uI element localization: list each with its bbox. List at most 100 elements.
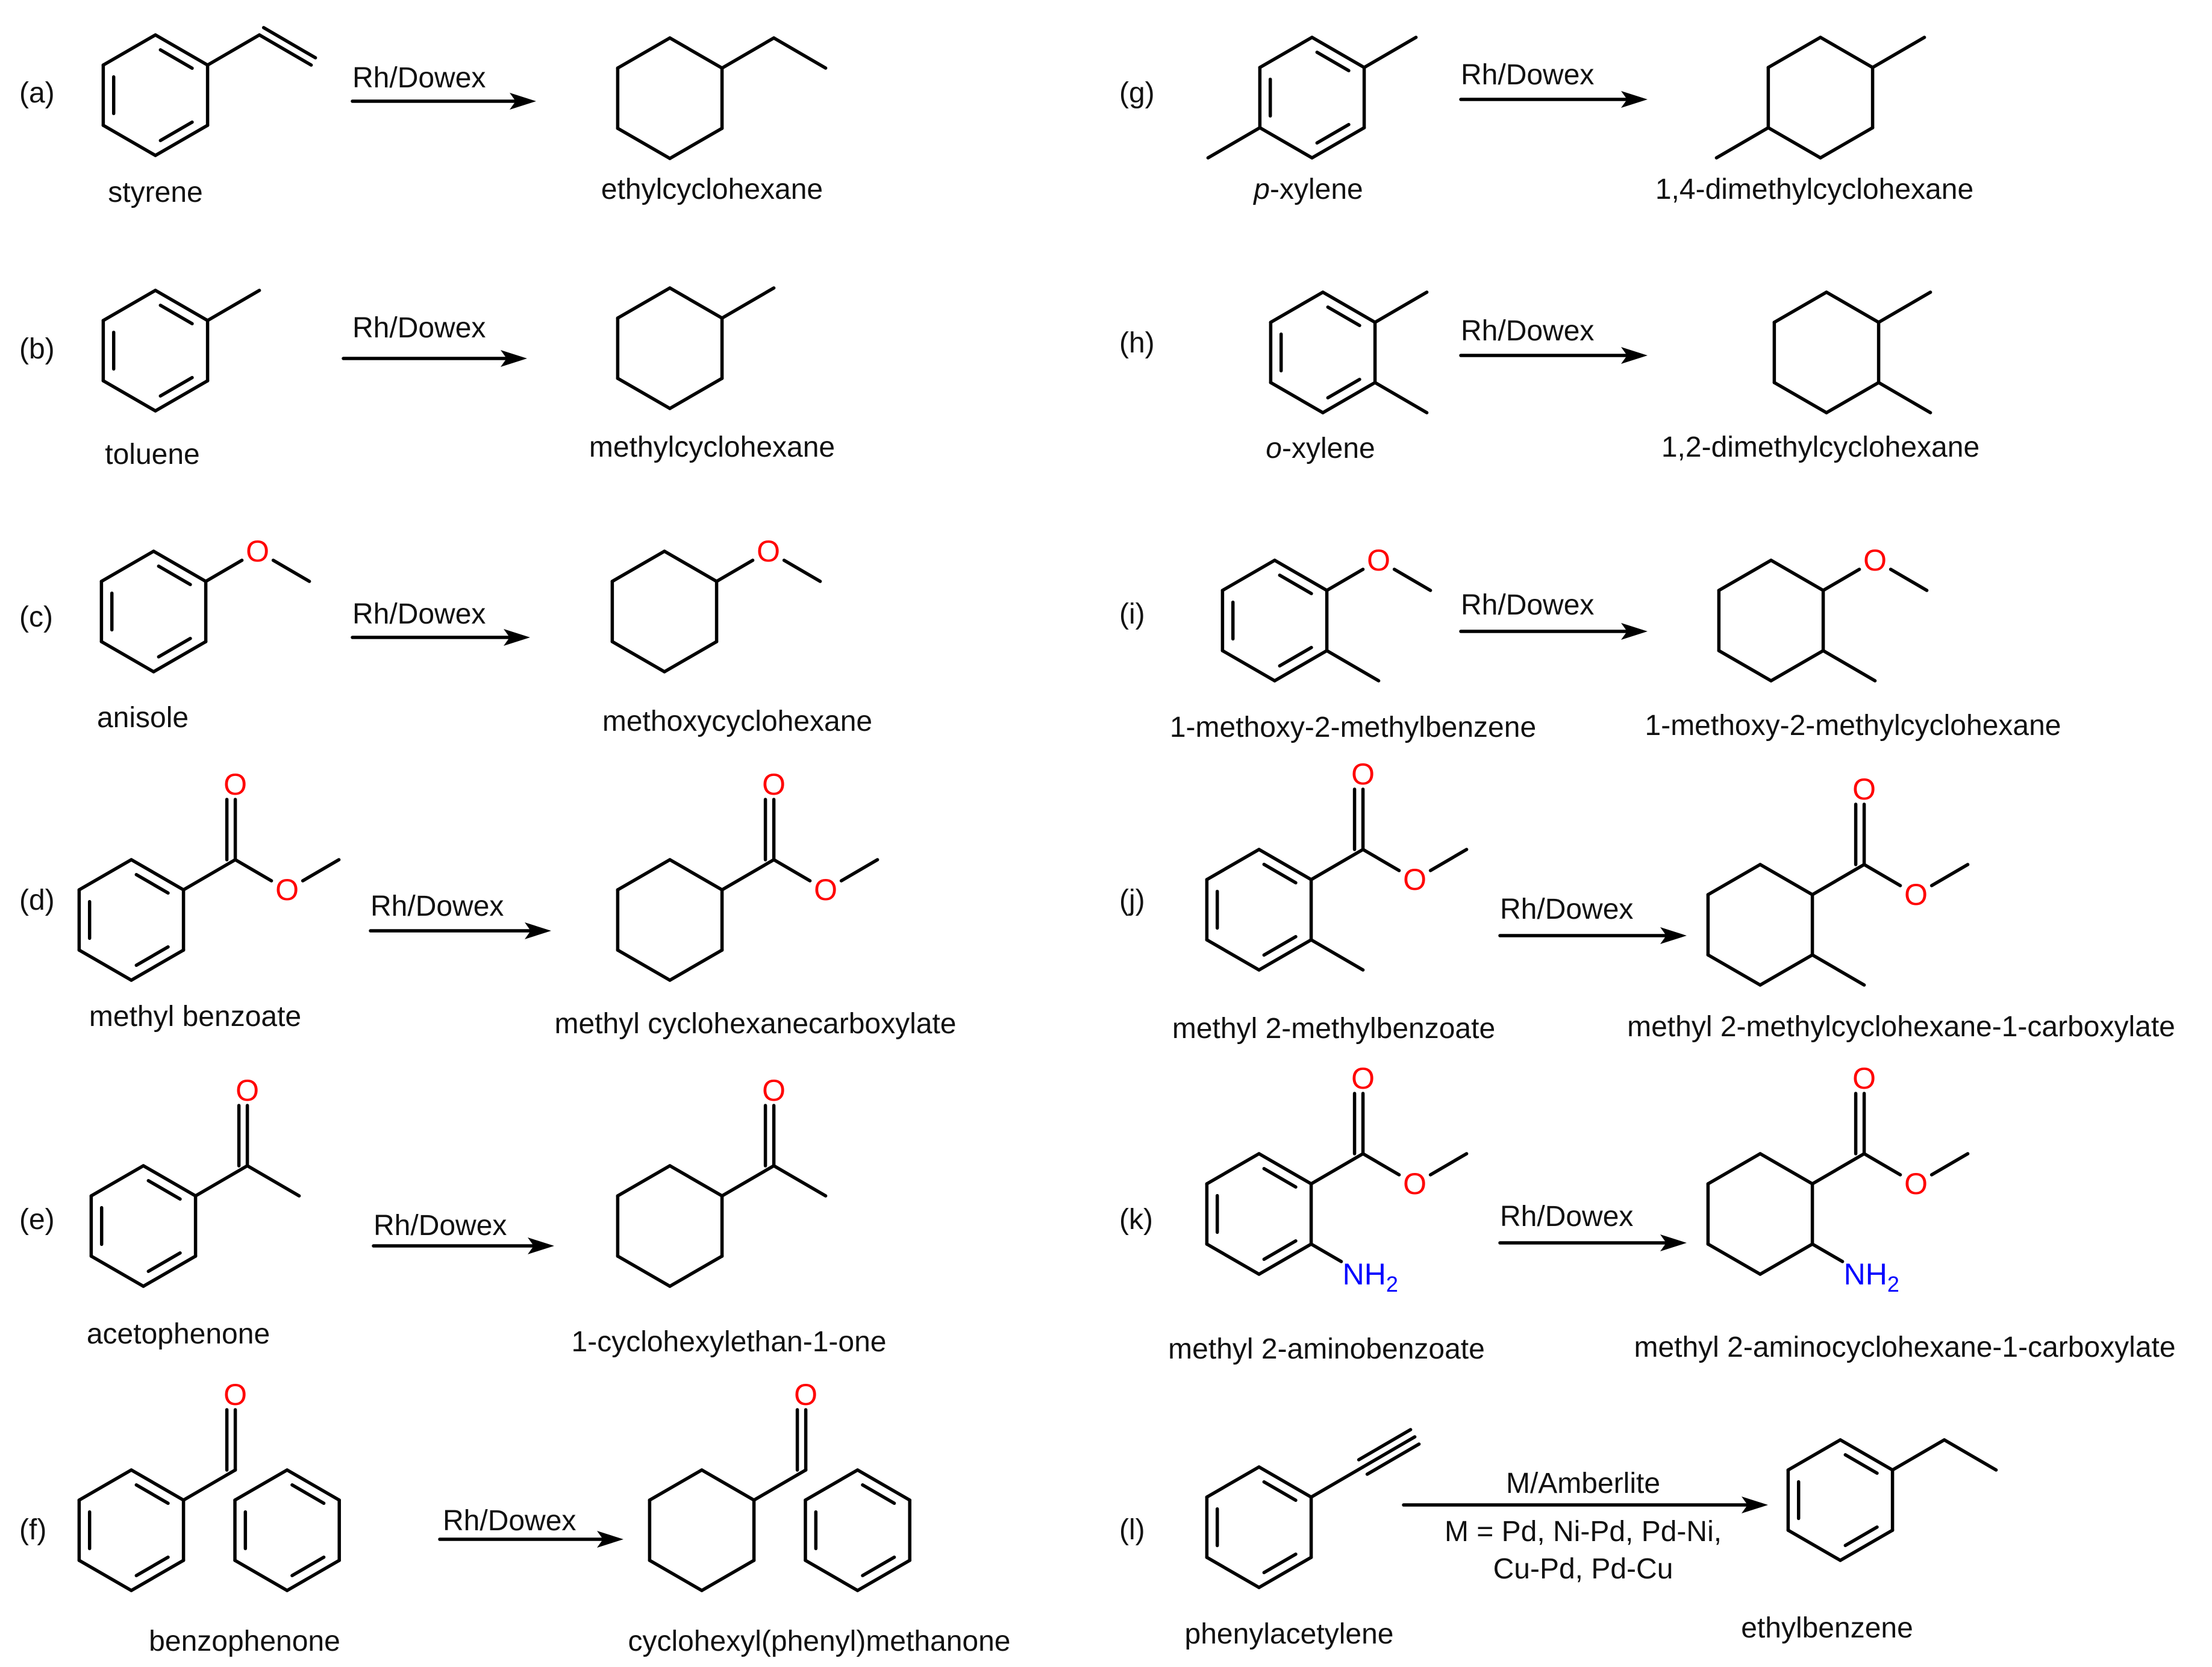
phenylacetylene-ring-bond [1257,1465,1313,1499]
amine-subscript: 2 [1887,1272,1899,1296]
acetophenone-ring-double-bond [146,1179,182,1201]
anisole-ring-bond [152,640,208,674]
methyl-bond [1870,36,1926,69]
methoxy-methyl-bond [782,558,822,583]
o-xylene-ring-bond [1321,381,1377,414]
methyl-bond [1714,126,1770,160]
p-xylene-ring-bond [1310,36,1366,69]
reaction-letter-i: (i) [1119,598,1145,630]
aminobenzoate-ring-bond [1205,1242,1261,1276]
methoxy-bond [1821,568,1861,592]
benzoate-ring-bond [77,948,133,982]
arrow-l-head [1742,1497,1768,1513]
reagent-b: Rh/Dowex [352,312,486,344]
methylbenzoate-ring-bond [1205,848,1261,881]
methoxymethylbenzene-ring-double-bond [1278,646,1313,668]
amine-group: NH2 [1844,1257,1899,1296]
ester-methyl-bond [1428,848,1469,872]
carbonyl-bond [752,1468,808,1502]
ester-carbonyl-oxygen: O [223,768,247,801]
toluene-ring-bond [154,379,210,413]
styrene-ring-bond [154,33,210,67]
ethyl-bond [1942,1438,1998,1472]
styrene-ring-bond [101,124,157,157]
alkyne-triple-bond [1361,1435,1417,1469]
methylbenzoate-ring-bond [1205,938,1261,972]
acetyl-carbonyl-oxygen: O [236,1074,259,1107]
methylcyclohexanecarboxylate-ring-bond [1706,953,1762,987]
o-xylene-ring-double-bond [1326,378,1361,399]
styrene-ring-bond [101,33,157,67]
phenylacetylene-ring-bond [1205,1465,1261,1499]
arrow-c-head [504,629,530,646]
arrow-g-head [1621,91,1648,108]
reaction-letter-k: (k) [1119,1204,1153,1236]
benzophenone-ring-right-double-bond [290,1556,326,1577]
ester-ester-bond [1862,1152,1902,1177]
reaction-letter-c: (c) [19,601,53,633]
cyclohexylethanone-ring-bond [616,1254,672,1288]
reagent-f: Rh/Dowex [443,1505,576,1537]
reaction-letter-l: (l) [1119,1514,1145,1546]
reactant-name-e: acetophenone [87,1318,270,1350]
phenylacetylene-ring-double-bond [1262,1553,1298,1574]
reagent-i: Rh/Dowex [1461,589,1594,621]
reaction-letter-a: (a) [19,77,55,109]
methyl-bond [1876,381,1932,414]
aminobenzoate-ring-double-bond [1262,1239,1298,1261]
methoxy-methyl-bond [1889,568,1929,592]
reagent-k: Rh/Dowex [1500,1201,1633,1233]
reagent-l: M/Amberlite [1506,1468,1660,1500]
benzoate-ring-double-bond [134,945,170,967]
amine-group: NH2 [1343,1257,1398,1296]
ester-ester-oxygen: O [1403,863,1426,896]
arrow-h-head [1621,347,1648,364]
amine-bond [1810,1242,1845,1263]
methylcyclohexanecarboxylate-ring-bond [1758,863,1814,896]
aminobenzoate-ring-bond [1257,1152,1313,1186]
arrow-d-head [525,922,551,939]
reactant-name-g: p-xylene [1252,174,1363,205]
aminobenzoate-ring-double-bond [1262,1167,1298,1189]
benzophenone-ring-left-bond [130,1468,186,1502]
vinyl-double-bond [257,33,313,67]
alkyne-triple-bond [1357,1428,1413,1462]
benzophenone-ring-left-bond [77,1559,133,1592]
reagent-c: Rh/Dowex [352,598,486,630]
p-xylene-ring-bond [1258,126,1314,160]
methylcyclohexane-ring-bond [668,286,724,320]
ester-ester-oxygen: O [1904,1167,1928,1201]
methyl-bond [1309,938,1365,972]
ethylbenzene-ring-double-bond [1843,1453,1879,1475]
carbonyl-oxygen: O [794,1378,817,1412]
carbonyl-oxygen: O [223,1378,247,1412]
dimethylcyclohexane-ring-bond [1766,36,1822,69]
methoxymethylbenzene-ring-bond [1273,649,1329,683]
cyclohexylethanone-ring-bond [616,1164,672,1198]
anisole-ring-bond [152,549,208,583]
ester-ester-oxygen: O [1904,878,1928,912]
reactant-name-k: methyl 2-aminobenzoate [1168,1333,1485,1365]
methoxymethylcyclohexane-ring-bond [1769,649,1825,683]
ethylcyclohexane-ring-bond [616,36,672,70]
amine-bond [1309,1242,1343,1263]
product-name-d: methyl cyclohexanecarboxylate [554,1008,956,1040]
methoxymethylcyclohexane-ring-bond [1717,558,1773,592]
methylcyclohexane-ring-bond [668,377,724,410]
cyclohexyl-ring-bond [700,1559,756,1592]
reactant-name-l: phenylacetylene [1185,1618,1394,1650]
aminocyclohexane-ring-bond [1758,1152,1814,1186]
methylcyclohexane-ring-bond [616,377,672,410]
acetyl-bond [720,1164,776,1198]
phenyl-ring-bond [804,1468,860,1502]
methoxy-oxygen: O [246,534,269,568]
o-xylene-ring-bond [1269,381,1325,414]
phenyl-ring-bond [804,1559,860,1592]
reaction-letter-h: (h) [1119,327,1155,359]
conditions-line-2: Cu-Pd, Pd-Cu [1493,1553,1673,1585]
carbonyl-bond [181,1468,237,1502]
name-rest-h: -xylene [1282,433,1375,464]
benzophenone-ring-left-bond [130,1559,186,1592]
reaction-letter-e: (e) [19,1204,55,1236]
